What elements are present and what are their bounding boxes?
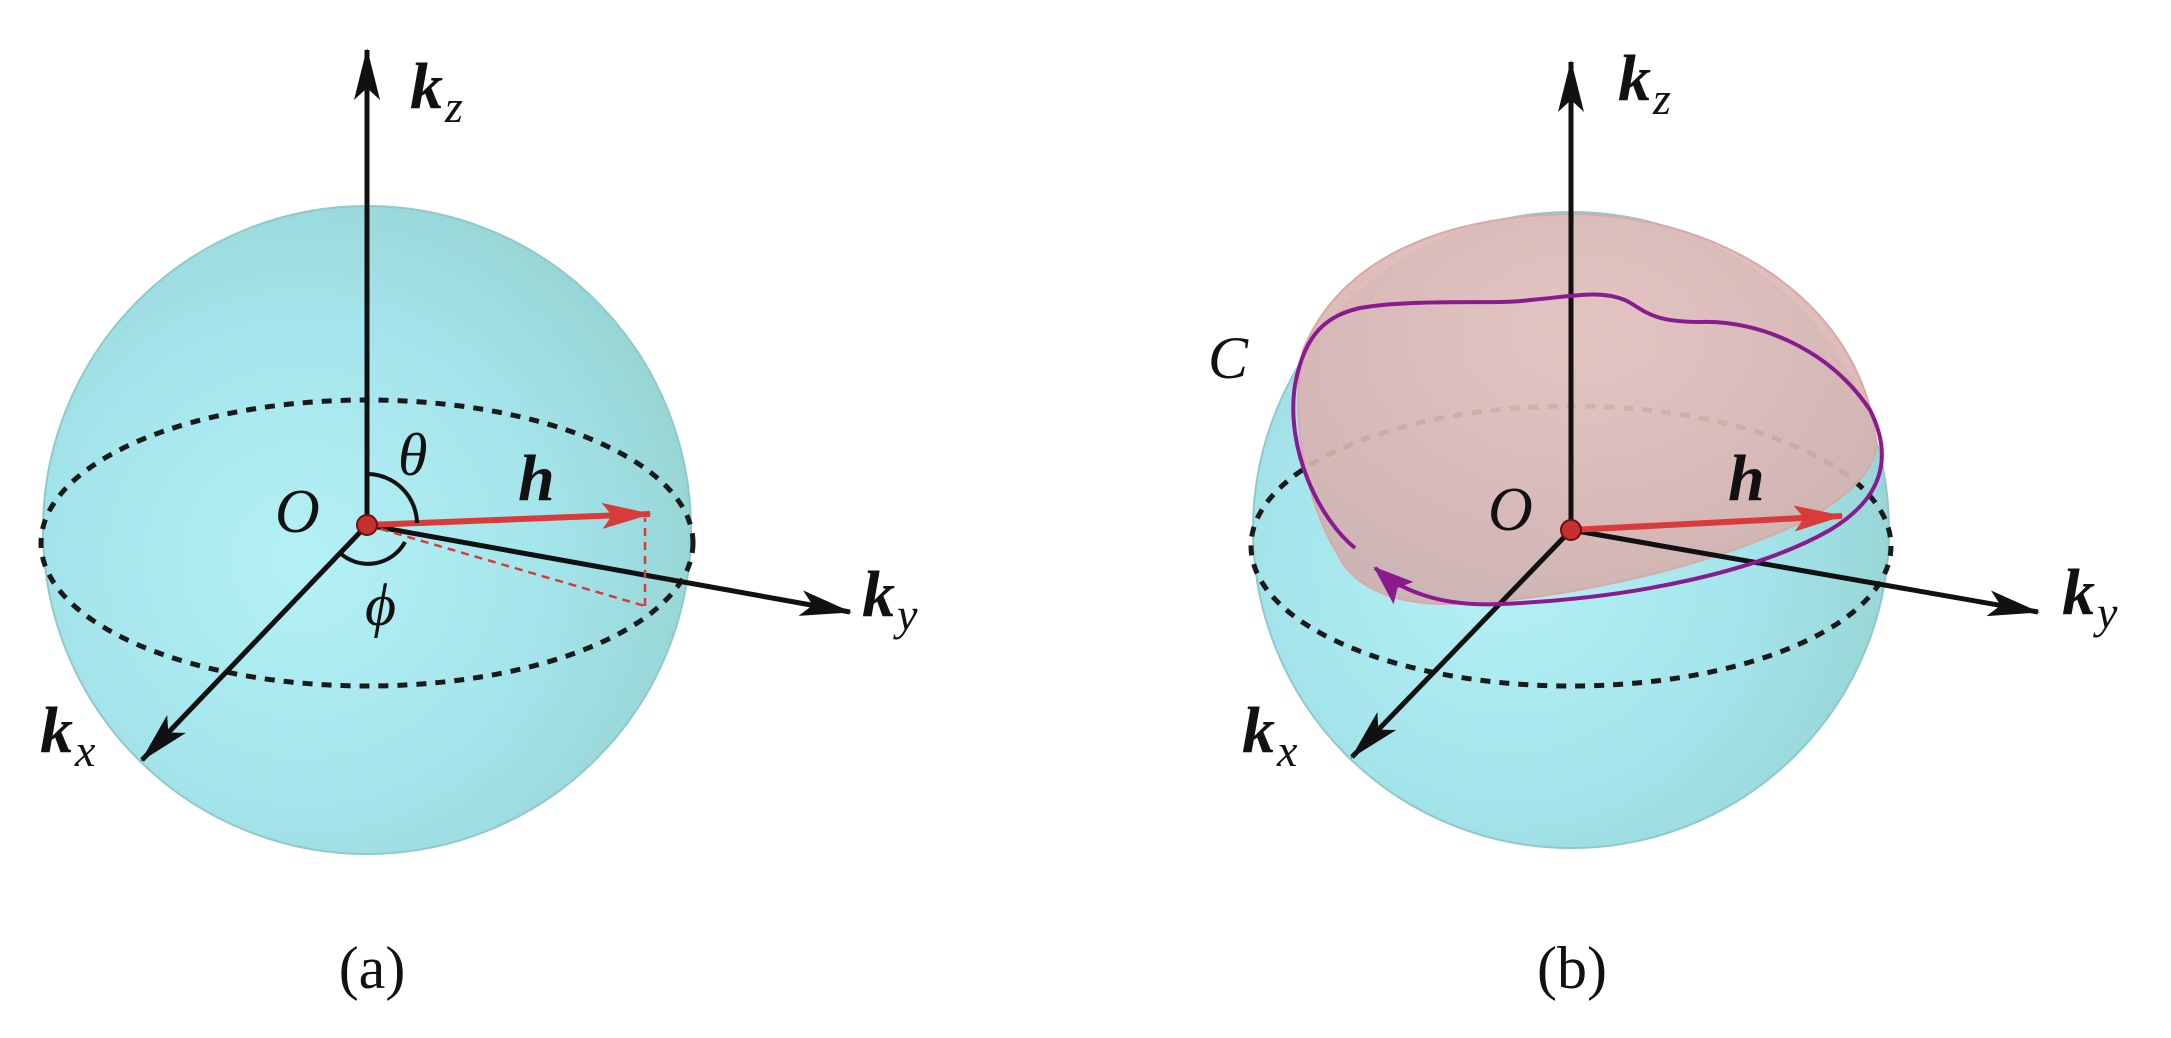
label-h-a: h (518, 442, 555, 515)
axis-y-a (366, 522, 852, 616)
curve-c (1291, 292, 1884, 607)
label-kz-a: kz (410, 50, 463, 132)
label-kx-b: kx (1242, 694, 1298, 776)
label-h-b: h (1728, 442, 1765, 515)
origin-dot-b (1560, 519, 1582, 541)
label-ky-b: ky (2062, 556, 2118, 638)
label-kx-a: kx (40, 694, 96, 776)
label-origin-b: O (1488, 476, 1533, 544)
label-theta: θ (398, 422, 427, 488)
axis-x-a (140, 523, 369, 762)
label-ky-a: ky (862, 558, 918, 640)
axis-y-b (1570, 527, 2040, 617)
label-origin-a: O (275, 478, 320, 546)
caption-b: (b) (1537, 935, 1607, 1001)
axis-x-b (1350, 528, 1573, 759)
caption-a: (a) (339, 935, 406, 1001)
panel-b: kz ky kx O h C (b) (1208, 42, 2118, 1001)
vector-h-a (366, 502, 652, 529)
label-phi: ϕ (365, 572, 396, 638)
label-kz-b: kz (1618, 42, 1671, 124)
projection-line-a (366, 523, 646, 608)
phi-arc (338, 541, 407, 566)
theta-arc (366, 472, 419, 524)
origin-dot-a (356, 514, 378, 536)
label-curve-c: C (1208, 325, 1249, 391)
panel-a: kz ky kx O h θ ϕ (a) (38, 48, 918, 1001)
vector-h-b (1570, 505, 1844, 533)
